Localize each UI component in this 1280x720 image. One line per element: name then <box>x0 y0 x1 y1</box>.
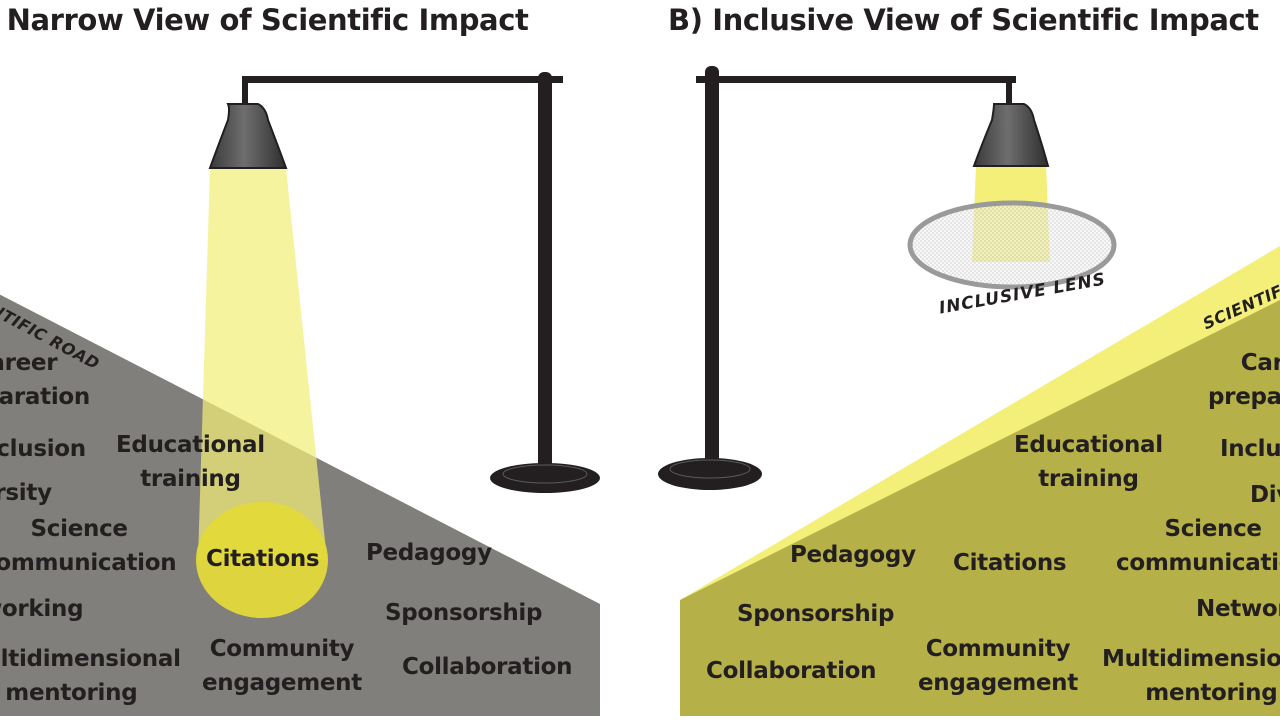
panel-a-item-pedagogy: Pedagogy <box>366 540 492 566</box>
panel-b-item-pedagogy: Pedagogy <box>790 542 916 568</box>
panel-b-item-multidimensional-mentoring: Multidimensional mentoring <box>1102 646 1280 706</box>
lamp-b-base <box>658 458 762 490</box>
panel-b-item-educational-training: Educational training <box>1014 432 1163 492</box>
panel-a-item-citations: Citations <box>206 546 320 572</box>
panel-a-item-science-communication: Science communication <box>0 516 177 576</box>
lamp-a-base <box>490 463 600 493</box>
panel-a-item-community-engagement: Community engagement <box>202 636 362 696</box>
citations-spotlight <box>196 502 328 618</box>
panel-a-item-collaboration: Collaboration <box>402 654 573 680</box>
panel-a-item-career-preparation: Career preparation <box>0 350 91 410</box>
lamp-b-stem <box>1006 76 1012 106</box>
panel-b-item-citations: Citations <box>953 550 1067 576</box>
panel-b-item-community-engagement: Community engagement <box>918 636 1078 696</box>
panel-a-item-inclusion: Inclusion <box>0 436 86 462</box>
lamp-b-shade <box>972 103 1050 167</box>
panel-b-item-networking: Networking <box>1196 596 1280 622</box>
lamp-a-shade <box>208 103 288 169</box>
panel-b-item-diversity: Diversity <box>1250 482 1280 508</box>
lamp-b <box>658 66 1050 490</box>
panel-a-item-diversity: Diversity <box>0 480 52 506</box>
panel-a-item-multidimensional-mentoring: Multidimensional mentoring <box>0 646 181 706</box>
lamp-b-post <box>705 66 719 472</box>
panel-b-item-science-communication: Science communication <box>1116 516 1280 576</box>
panel-b-item-career-preparation: Career preparation <box>1208 350 1280 410</box>
lamp-b-arm <box>696 76 1016 83</box>
panel-a-item-educational-training: Educational training <box>116 432 265 492</box>
panel-a-title: A) Narrow View of Scientific Impact <box>0 3 529 37</box>
lens-glass <box>907 200 1117 290</box>
narrow-light-beam <box>198 168 327 560</box>
panel-b-title: B) Inclusive View of Scientific Impact <box>668 3 1259 37</box>
lamp-a <box>208 72 600 493</box>
lamp-a-stem <box>242 76 248 106</box>
panel-b-item-collaboration: Collaboration <box>706 658 877 684</box>
lamp-a-arm <box>243 76 563 83</box>
lamp-a-post <box>538 72 552 474</box>
panel-b-item-sponsorship: Sponsorship <box>737 601 895 627</box>
inclusive-road <box>680 300 1280 716</box>
panel-a-item-networking: Networking <box>0 596 84 622</box>
panel-a-item-sponsorship: Sponsorship <box>385 600 543 626</box>
panel-b-item-inclusion: Inclusion <box>1220 436 1280 462</box>
inclusive-lens <box>907 200 1117 290</box>
